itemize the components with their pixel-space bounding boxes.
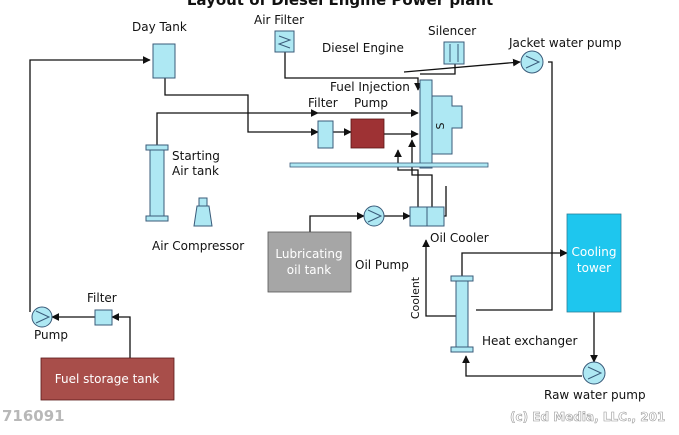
label-fuel-injection-1: Fuel Injection — [330, 80, 410, 94]
label-heat-exchanger: Heat exchanger — [482, 334, 578, 348]
line-jacket-pump-to-exchanger — [476, 61, 553, 311]
line-engine-to-jacket-pump — [403, 58, 521, 73]
line-lube-tank-to-oil-pump — [309, 212, 365, 232]
day-tank — [152, 43, 176, 79]
line-fuel-to-day-tank — [29, 56, 151, 312]
line-storage-to-filter — [111, 313, 131, 358]
air-filter — [274, 30, 295, 53]
label-cooling-tower-2: tower — [577, 261, 611, 275]
heat-exchanger — [450, 275, 474, 353]
label-raw-water-pump: Raw water pump — [544, 388, 646, 402]
copyright-notice: (c) Ed Media, LLC., 201 — [510, 410, 665, 424]
label-starting-air-2: Air tank — [172, 164, 219, 178]
label-air-filter: Air Filter — [254, 13, 304, 27]
label-fuel-injection-2: Pump — [354, 96, 388, 110]
silencer — [443, 41, 465, 65]
line-air-tank-to-engine — [156, 109, 319, 145]
diagram-title: Layout of Diesel Engine Power plant — [187, 0, 493, 9]
line-coolent — [422, 239, 462, 317]
raw-water-pump — [582, 361, 606, 385]
label-oil-cooler: Oil Cooler — [430, 231, 489, 245]
fuel-storage-tank — [40, 357, 175, 401]
watermark-id: 716091 — [2, 407, 65, 425]
label-coolent: Coolent — [409, 276, 422, 319]
label-cooling-tower-1: Cooling — [572, 245, 617, 259]
fuel-transfer-pump — [31, 306, 53, 328]
cooling-tower — [566, 213, 622, 313]
label-fuel-pump: Pump — [34, 328, 68, 342]
fuel-injection-pump — [350, 118, 385, 149]
line-engine-to-oil-cooler — [444, 186, 447, 217]
engine-fuel-filter — [317, 120, 334, 149]
label-fuel-filter: Filter — [87, 291, 117, 305]
oil-pump — [363, 205, 385, 227]
label-air-compressor: Air Compressor — [152, 239, 244, 253]
lubricating-oil-tank — [267, 231, 352, 293]
engine-mark: S — [434, 122, 447, 129]
diesel-engine: S — [289, 79, 489, 169]
label-fuel-storage-tank: Fuel storage tank — [55, 372, 159, 386]
line-oil-cooler-to-engine — [394, 149, 419, 207]
flow-lines — [29, 52, 598, 377]
line-raw-pump-to-exchanger — [462, 355, 582, 377]
jacket-water-pump — [520, 50, 544, 74]
label-oil-pump: Oil Pump — [355, 258, 409, 272]
line-air-filter-to-engine — [284, 52, 422, 91]
starting-air-tank — [145, 144, 169, 222]
air-compressor — [193, 197, 213, 227]
fuel-filter — [94, 309, 113, 326]
label-lube-tank-2: oil tank — [287, 263, 331, 277]
label-diesel-engine: Diesel Engine — [322, 41, 404, 55]
label-jacket-water-pump: Jacket water pump — [508, 36, 621, 50]
line-day-tank-to-filter — [164, 78, 319, 136]
line-oil-cooler-to-engine-2 — [408, 139, 433, 207]
label-silencer: Silencer — [428, 24, 476, 38]
label-lube-tank-1: Lubricating — [275, 247, 342, 261]
label-starting-air-1: Starting — [172, 149, 220, 163]
label-day-tank: Day Tank — [132, 20, 187, 34]
line-exchanger-to-tower — [461, 249, 568, 276]
label-engine-filter: Filter — [308, 96, 338, 110]
